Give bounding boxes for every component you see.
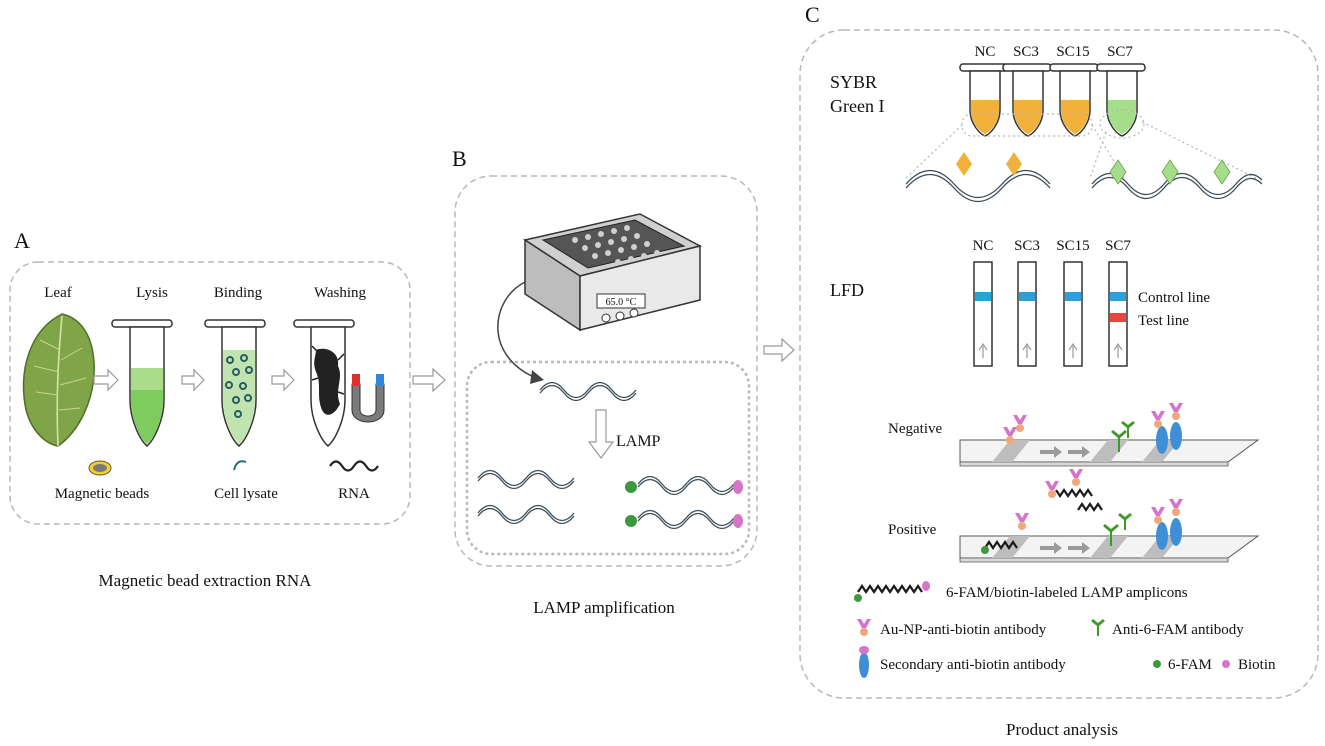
thermal-block-icon: [523, 213, 703, 332]
legend-fam-text: 6-FAM: [1168, 657, 1212, 673]
panel-a-letter: A: [14, 228, 30, 253]
binding-tube-icon: [204, 319, 266, 447]
step-arrows: [93, 367, 446, 393]
lfd-label: LFD: [830, 280, 864, 300]
positive-aunp-antibodies: [1015, 469, 1083, 530]
negative-test-strip: [959, 439, 1260, 467]
tube-sc3-icon: [1002, 63, 1052, 137]
strip-label-sc3: SC3: [1014, 238, 1040, 254]
legend-aunp-text: Au-NP-anti-biotin antibody: [880, 622, 1047, 638]
fam-label-icon: [625, 515, 637, 527]
panel-a: A Leaf Lysis Binding Washing: [9, 228, 446, 590]
cell-lysate-icon: [233, 460, 247, 471]
legend-cell-lysate: Cell lysate: [214, 486, 278, 502]
lysis-tube-icon: [111, 319, 173, 447]
panel-c: C SYBR Green I NC SC3 SC15 SC7: [799, 2, 1319, 739]
sybr-dye-icon: [1213, 159, 1231, 185]
strip-label-nc: NC: [973, 238, 994, 254]
panel-b-letter: B: [452, 146, 467, 171]
lamp-products-left: [477, 469, 575, 525]
panel-b-frame: [454, 175, 758, 567]
temperature-display: 65.0 °C: [606, 297, 637, 308]
fam-label-icon: [981, 546, 989, 554]
lfd-strip-sc15: [1063, 261, 1083, 367]
sybr-label-line1: SYBR: [830, 72, 877, 92]
panel-c-caption: Product analysis: [1006, 720, 1118, 739]
step-leaf-label: Leaf: [44, 285, 71, 301]
legend-amplicons-text: 6-FAM/biotin-labeled LAMP amplicons: [946, 585, 1188, 601]
lfd-strip-nc: [973, 261, 993, 367]
lamp-arrow-icon: [587, 409, 615, 459]
anti-fam-antibody-icon: [1103, 513, 1132, 546]
panel-c-frame: [799, 29, 1319, 699]
legend-secondary-icon: [859, 646, 869, 678]
positive-label: Positive: [888, 522, 937, 538]
legend-anti-fam-icon: [1091, 619, 1105, 636]
positive-amplicons-icon: [984, 488, 1103, 550]
curved-arrow-icon: [497, 281, 537, 379]
lamp-label: LAMP: [616, 433, 661, 450]
legend-biotin-text: Biotin: [1238, 657, 1276, 673]
template-dna-icon: [539, 381, 637, 402]
tube-label-sc3: SC3: [1013, 44, 1039, 60]
legend-amplicon-icon: [854, 581, 930, 602]
tube-sc15-icon: [1049, 63, 1099, 137]
biotin-label-icon: [733, 514, 743, 528]
sybr-negative-dna-icon: [905, 170, 1051, 202]
magnet-icon: [351, 374, 385, 423]
legend-magnetic-beads: Magnetic beads: [55, 486, 150, 502]
lfd-strip-sc7: [1108, 261, 1128, 367]
sybr-label-line2: Green I: [830, 96, 884, 116]
sybr-dye-icon: [1109, 159, 1127, 185]
panel-a-caption: Magnetic bead extraction RNA: [99, 571, 313, 590]
secondary-antibody-icon: [1151, 403, 1183, 454]
step-washing-label: Washing: [314, 285, 367, 301]
biotin-label-icon: [733, 480, 743, 494]
strip-label-sc15: SC15: [1056, 238, 1089, 254]
sybr-dye-icon: [956, 152, 972, 176]
fam-label-icon: [625, 481, 637, 493]
panel-arrow-icon: [763, 337, 795, 363]
rna-icon: [329, 460, 379, 472]
panel-b: B 65.0 °C: [452, 146, 758, 617]
tube-label-nc: NC: [975, 44, 996, 60]
secondary-antibody-icon: [1151, 499, 1183, 550]
test-line-label: Test line: [1138, 313, 1189, 329]
tube-nc-icon: [959, 63, 1009, 137]
legend-biotin-icon: [1222, 660, 1230, 668]
lfd-strip-sc3: [1017, 261, 1037, 367]
tube-label-sc15: SC15: [1056, 44, 1089, 60]
legend-fam-icon: [1153, 660, 1161, 668]
curved-arrowhead-icon: [530, 370, 544, 384]
washing-tube-icon: [293, 319, 355, 447]
legend-anti-fam-text: Anti-6-FAM antibody: [1112, 622, 1244, 638]
tube-sc7-icon: [1096, 63, 1146, 137]
panel-a-frame: [9, 261, 411, 525]
tube-label-sc7: SC7: [1107, 44, 1133, 60]
sybr-dye-icon: [1006, 152, 1022, 176]
step-binding-label: Binding: [214, 285, 263, 301]
positive-test-strip: [959, 535, 1260, 563]
sybr-positive-dna-icon: [1091, 172, 1263, 200]
legend-aunp-icon: [857, 619, 871, 636]
anti-fam-antibody-icon: [1111, 421, 1135, 452]
control-line-label: Control line: [1138, 290, 1210, 306]
legend-secondary-text: Secondary anti-biotin antibody: [880, 657, 1066, 673]
negative-aunp-antibodies: [1003, 415, 1027, 444]
panel-b-inner-frame: [465, 360, 751, 556]
step-lysis-label: Lysis: [136, 285, 168, 301]
negative-label: Negative: [888, 421, 942, 437]
legend-rna: RNA: [338, 486, 370, 502]
leaf-icon: [22, 313, 95, 447]
panel-c-letter: C: [805, 2, 820, 27]
panel-b-caption: LAMP amplification: [533, 598, 675, 617]
lamp-products-right: [637, 475, 735, 530]
magnetic-bead-icon: [88, 460, 112, 476]
sybr-dye-icon: [1161, 159, 1179, 185]
strip-label-sc7: SC7: [1105, 238, 1131, 254]
